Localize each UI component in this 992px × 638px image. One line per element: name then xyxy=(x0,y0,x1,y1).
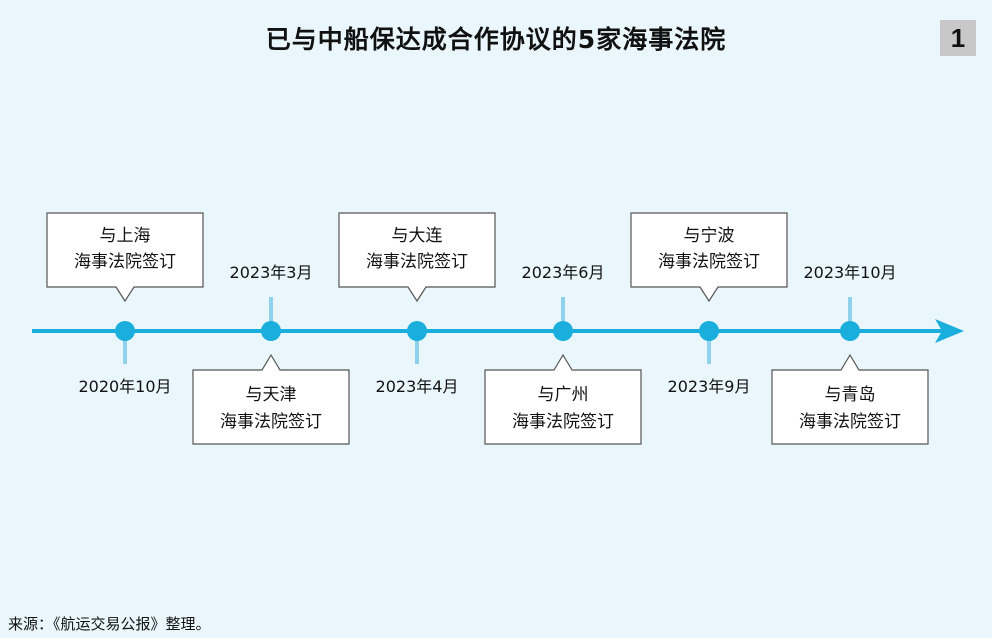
event-date: 2023年3月 xyxy=(230,263,313,282)
event-label-line1: 与青岛 xyxy=(825,385,876,405)
event-label-line1: 与大连 xyxy=(392,226,443,246)
event-callout-box xyxy=(192,353,350,445)
event-label-line2: 海事法院签订 xyxy=(220,412,322,432)
event-label-line2: 海事法院签订 xyxy=(799,412,901,432)
event-callout-box xyxy=(46,212,204,303)
event-label-line1: 与上海 xyxy=(100,226,151,246)
event-label-line2: 海事法院签订 xyxy=(366,252,468,272)
event-callout-box xyxy=(338,212,496,303)
event-date: 2023年10月 xyxy=(803,263,896,282)
event-label-line2: 海事法院签订 xyxy=(512,412,614,432)
event-date: 2020年10月 xyxy=(78,377,171,396)
event-label-line1: 与宁波 xyxy=(684,226,735,246)
event-date: 2023年9月 xyxy=(668,377,751,396)
event-callout-box xyxy=(484,353,642,445)
event-callout-box xyxy=(771,353,929,445)
event-label-line1: 与广州 xyxy=(538,385,589,405)
event-date: 2023年4月 xyxy=(376,377,459,396)
source-note: 来源：《航运交易公报》整理。 xyxy=(8,615,211,633)
event-label-line1: 与天津 xyxy=(246,385,297,405)
event-date: 2023年6月 xyxy=(522,263,605,282)
timeline-diagram: 2020年10月与上海海事法院签订2023年3月与天津海事法院签订2023年4月… xyxy=(32,212,964,445)
event-dot xyxy=(840,321,860,341)
event-dot xyxy=(115,321,135,341)
event-dot xyxy=(407,321,427,341)
page-number-badge: 1 xyxy=(940,20,976,56)
event-callout-box xyxy=(630,212,788,303)
event-dot xyxy=(553,321,573,341)
page-title: 已与中船保达成合作协议的5家海事法院 xyxy=(265,25,727,54)
timeline-arrow xyxy=(935,319,964,343)
event-label-line2: 海事法院签订 xyxy=(74,252,176,272)
event-dot xyxy=(699,321,719,341)
event-label-line2: 海事法院签订 xyxy=(658,252,760,272)
event-dot xyxy=(261,321,281,341)
